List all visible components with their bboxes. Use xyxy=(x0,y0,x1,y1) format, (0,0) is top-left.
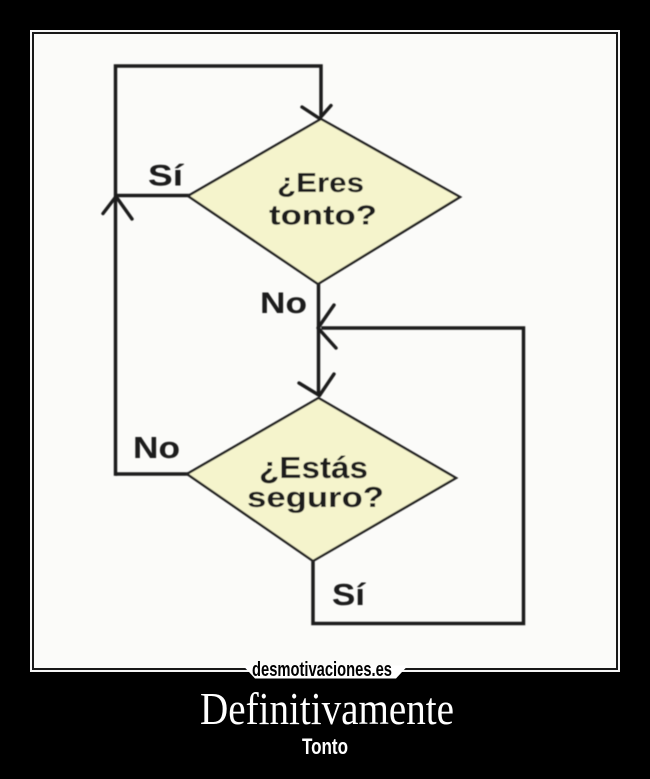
svg-text:seguro?: seguro? xyxy=(247,482,384,514)
svg-text:¿Eres: ¿Eres xyxy=(277,167,364,198)
svg-text:Tonto: Tonto xyxy=(302,734,348,759)
svg-text:Definitivamente: Definitivamente xyxy=(200,683,454,734)
svg-text:¿Estás: ¿Estás xyxy=(259,450,368,485)
svg-text:Sí: Sí xyxy=(148,160,185,193)
svg-text:No: No xyxy=(133,430,180,465)
svg-text:No: No xyxy=(260,287,307,320)
svg-text:Sí: Sí xyxy=(332,577,367,612)
svg-text:tonto?: tonto? xyxy=(269,200,377,231)
svg-text:desmotivaciones.es: desmotivaciones.es xyxy=(252,659,392,681)
